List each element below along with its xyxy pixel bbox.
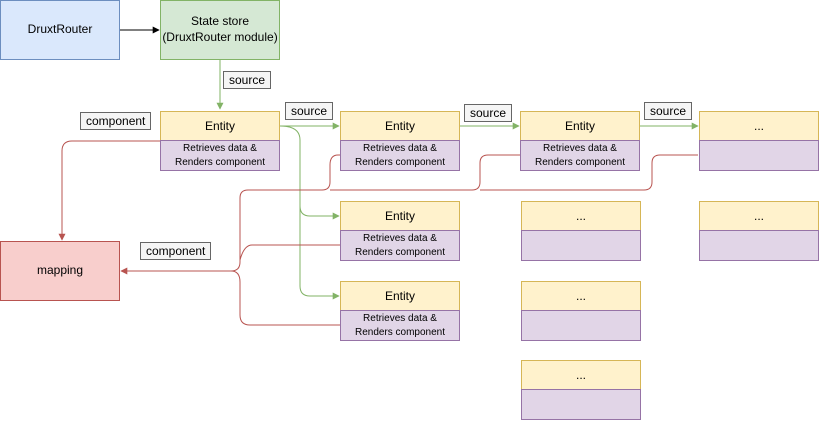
entity-description: Retrieves data & Renders component bbox=[340, 310, 460, 341]
placeholder-title: ... bbox=[521, 201, 641, 231]
component-edge-label: component bbox=[80, 112, 152, 130]
mapping-label: mapping bbox=[36, 263, 84, 278]
edge-entity2-to-mapping bbox=[120, 154, 340, 275]
source-edge-label: source bbox=[223, 71, 272, 89]
entity-description-line1: Retrieves data & bbox=[543, 143, 617, 154]
entity-title: Entity bbox=[340, 201, 460, 231]
entity-node-1: Entity Retrieves data & Renders component bbox=[160, 111, 280, 171]
placeholder-node-3: ... bbox=[521, 201, 641, 261]
entity-description-line1: Retrieves data & bbox=[183, 143, 257, 154]
entity-title: Entity bbox=[340, 111, 460, 141]
entity-title: Entity bbox=[520, 111, 640, 141]
entity-description-line1: Retrieves data & bbox=[363, 313, 437, 324]
state-store-title: State store bbox=[190, 14, 250, 29]
state-store-node: State store (DruxtRouter module) bbox=[160, 0, 280, 60]
entity-description-line2: Renders component bbox=[354, 156, 446, 168]
placeholder-body bbox=[521, 389, 641, 420]
edge-entity1-to-mapping bbox=[58, 140, 160, 241]
edge-entity5-to-mapping bbox=[230, 270, 340, 326]
placeholder-title: ... bbox=[521, 281, 641, 311]
state-store-subtitle: (DruxtRouter module) bbox=[162, 30, 278, 44]
entity-node-2: Entity Retrieves data & Renders component bbox=[340, 111, 460, 171]
entity-node-4: Entity Retrieves data & Renders component bbox=[340, 201, 460, 261]
component-edge-label: component bbox=[140, 242, 212, 260]
entity-node-3: Entity Retrieves data & Renders component bbox=[520, 111, 640, 171]
entity-description: Retrieves data & Renders component bbox=[520, 140, 640, 171]
placeholder-title: ... bbox=[699, 111, 819, 141]
placeholder-body bbox=[521, 310, 641, 341]
source-edge-label: source bbox=[644, 102, 693, 120]
source-edge-label: source bbox=[285, 102, 334, 120]
edge-placeholder1-to-mapping bbox=[480, 154, 698, 191]
placeholder-body bbox=[699, 140, 819, 171]
placeholder-node-2: ... bbox=[699, 201, 819, 261]
placeholder-title: ... bbox=[521, 360, 641, 390]
entity-description-line2: Renders component bbox=[534, 156, 626, 168]
placeholder-node-5: ... bbox=[521, 360, 641, 420]
placeholder-body bbox=[699, 230, 819, 261]
edge-entity1-to-entity5 bbox=[299, 206, 340, 300]
entity-description: Retrieves data & Renders component bbox=[340, 230, 460, 261]
entity-node-5: Entity Retrieves data & Renders component bbox=[340, 281, 460, 341]
entity-description-line2: Renders component bbox=[354, 246, 446, 258]
entity-description-line1: Retrieves data & bbox=[363, 233, 437, 244]
entity-description: Retrieves data & Renders component bbox=[160, 140, 280, 171]
entity-description: Retrieves data & Renders component bbox=[340, 140, 460, 171]
edge-entity3-to-mapping bbox=[330, 154, 520, 191]
entity-description-line1: Retrieves data & bbox=[363, 143, 437, 154]
entity-description-line2: Renders component bbox=[174, 156, 266, 168]
placeholder-node-1: ... bbox=[699, 111, 819, 171]
entity-title: Entity bbox=[340, 281, 460, 311]
mapping-node: mapping bbox=[0, 241, 120, 301]
placeholder-title: ... bbox=[699, 201, 819, 231]
placeholder-body bbox=[521, 230, 641, 261]
source-edge-label: source bbox=[464, 104, 513, 122]
druxt-router-label: DruxtRouter bbox=[27, 22, 93, 37]
entity-description-line2: Renders component bbox=[354, 326, 446, 338]
edge-entity4-to-mapping bbox=[239, 244, 340, 261]
entity-title: Entity bbox=[160, 111, 280, 141]
placeholder-node-4: ... bbox=[521, 281, 641, 341]
druxt-router-node: DruxtRouter bbox=[0, 0, 120, 60]
